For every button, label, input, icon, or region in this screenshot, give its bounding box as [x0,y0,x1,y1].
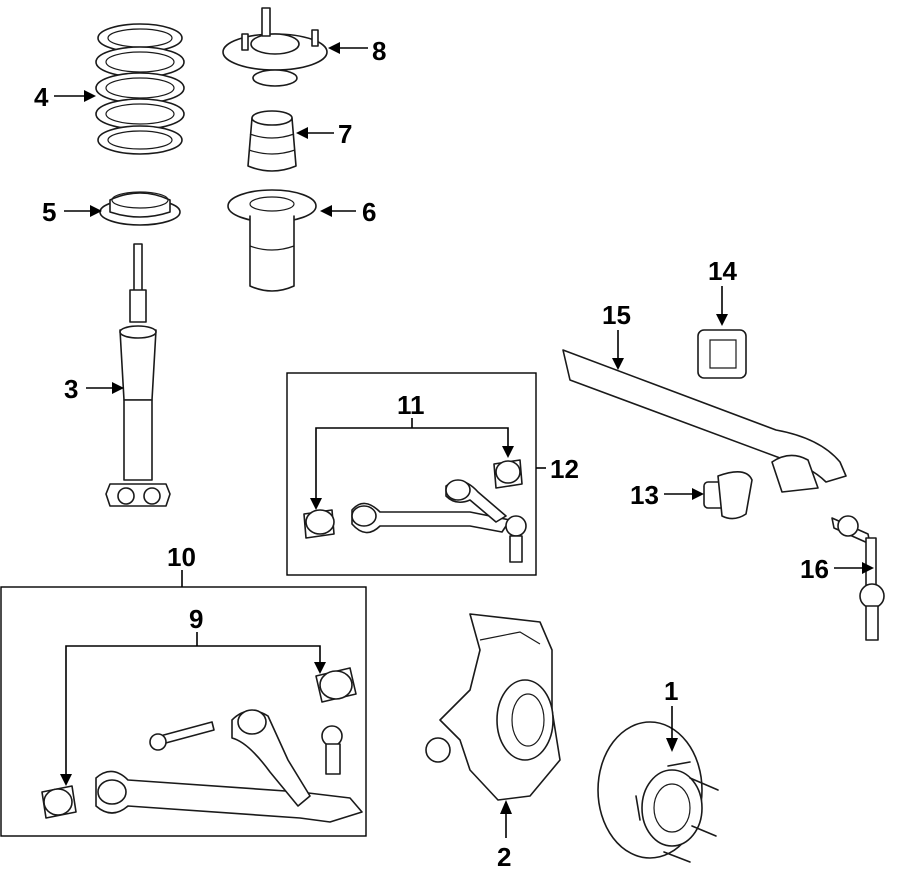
dust-boot [227,189,317,292]
callout-1: 1 [664,676,678,706]
callout-13: 13 [630,480,659,510]
callout-9: 9 [189,604,203,634]
lower-arm-box [0,586,367,837]
upper-mount [222,7,328,87]
upper-arm-bushing-right [493,459,523,489]
steering-knuckle [425,613,561,801]
callout-7: 7 [338,119,352,149]
callout-5: 5 [42,197,56,227]
callout-11: 11 [397,390,425,420]
shock-absorber [105,243,171,507]
upper-arm-bushing-left [303,509,335,539]
jounce-bumper [247,110,297,172]
callout-15: 15 [602,300,631,330]
lower-arm-bushing-left [41,785,77,819]
spring-insulator [99,191,181,226]
lower-ball-joint [321,725,343,775]
upper-control-arm [351,479,527,563]
coil-spring [95,23,185,155]
lower-arm-bushing-right [315,667,357,703]
callout-8: 8 [372,36,386,66]
callout-6: 6 [362,197,376,227]
stabilizer-link [831,515,885,641]
upper-arm-box [286,372,537,576]
callout-10: 10 [167,542,196,572]
lower-arm-bolt [149,721,215,751]
stabilizer-bar [562,349,847,493]
bushing-clamp [703,471,753,520]
bar-bushing [697,329,747,379]
callout-14: 14 [708,256,737,286]
callout-2: 2 [497,842,511,872]
callout-4: 4 [34,82,49,112]
lower-control-arm [95,709,363,823]
wheel-hub [597,721,719,863]
callout-3: 3 [64,374,78,404]
callout-12: 12 [550,454,579,484]
callout-16: 16 [800,554,829,584]
